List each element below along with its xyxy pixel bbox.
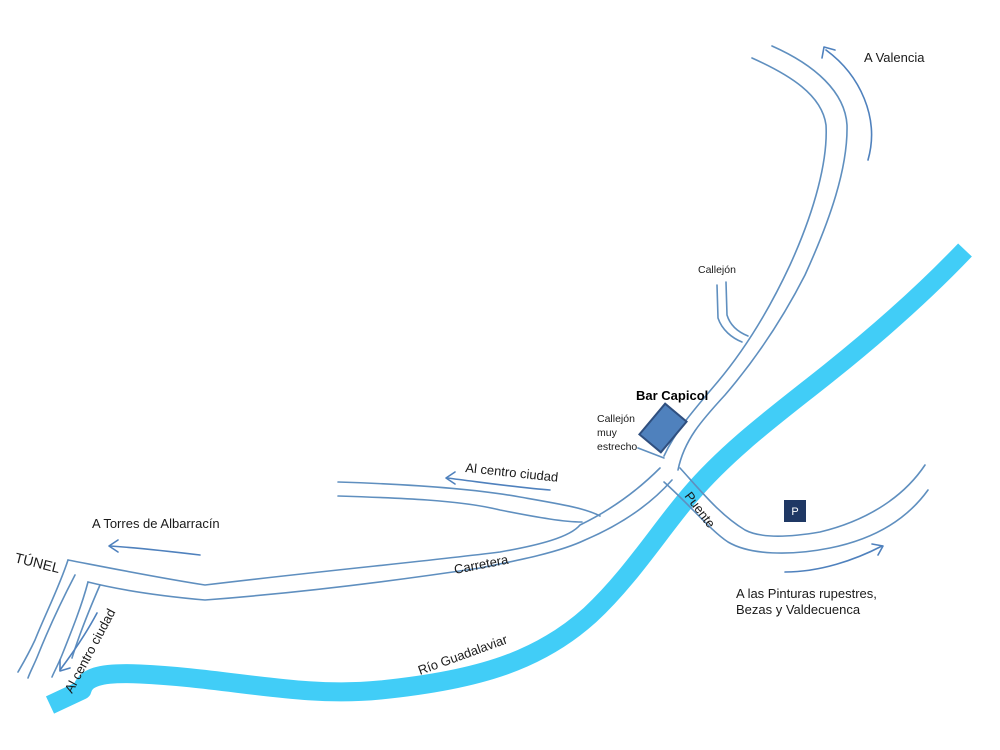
parking-sign (784, 500, 806, 522)
road-centro-top (337, 481, 601, 517)
bar-capicol-building (638, 402, 688, 454)
arrow-torres (109, 545, 201, 556)
road-callejon-right (725, 281, 749, 337)
arrow-centro-left-head (59, 659, 71, 672)
label-callejon-estrecho-line1: Callejón (597, 413, 635, 425)
arrow-pinturas (784, 545, 883, 573)
parking-label: P (791, 506, 798, 518)
road-callejon-estrecho (637, 447, 665, 459)
label-torres-albarracin: A Torres de Albarracín (92, 516, 220, 531)
road-tunnel-left-outer (17, 559, 69, 673)
road-north-edge-right (677, 45, 848, 471)
label-carretera: Carretera (453, 552, 511, 577)
label-pinturas-line1: A las Pinturas rupestres, (736, 586, 877, 601)
road-callejon-left (716, 284, 743, 343)
road-carretera-bottom (87, 479, 673, 601)
road-puente-top (679, 464, 926, 538)
arrow-valencia (825, 49, 873, 161)
arrow-pinturas-head (871, 543, 884, 556)
label-pinturas-line2: Bezas y Valdecuenca (736, 602, 861, 617)
label-valencia: A Valencia (864, 50, 925, 65)
road-carretera-top (67, 467, 661, 586)
road-puente-bottom (663, 481, 929, 554)
road-tunnel-left-inner (27, 574, 76, 679)
label-bar-capicol: Bar Capicol (636, 388, 708, 403)
arrow-centro-left (59, 612, 98, 671)
road-tunnel-right-outer (51, 581, 89, 678)
label-centro-ciudad-top: Al centro ciudad (465, 460, 559, 485)
label-tunel: TÚNEL (13, 549, 62, 576)
arrow-centro-top (446, 477, 551, 491)
road-centro-bottom (337, 495, 583, 523)
arrow-torres-head (108, 539, 119, 553)
road-north-edge-left (663, 57, 827, 457)
label-callejon-estrecho-line2: muy (597, 427, 618, 439)
label-callejon: Callejón (698, 264, 736, 276)
arrow-centro-top-head (445, 471, 456, 485)
river-guadalaviar (45, 243, 972, 714)
arrow-valencia-head (821, 46, 836, 59)
label-callejon-estrecho-line3: estrecho (597, 441, 637, 453)
